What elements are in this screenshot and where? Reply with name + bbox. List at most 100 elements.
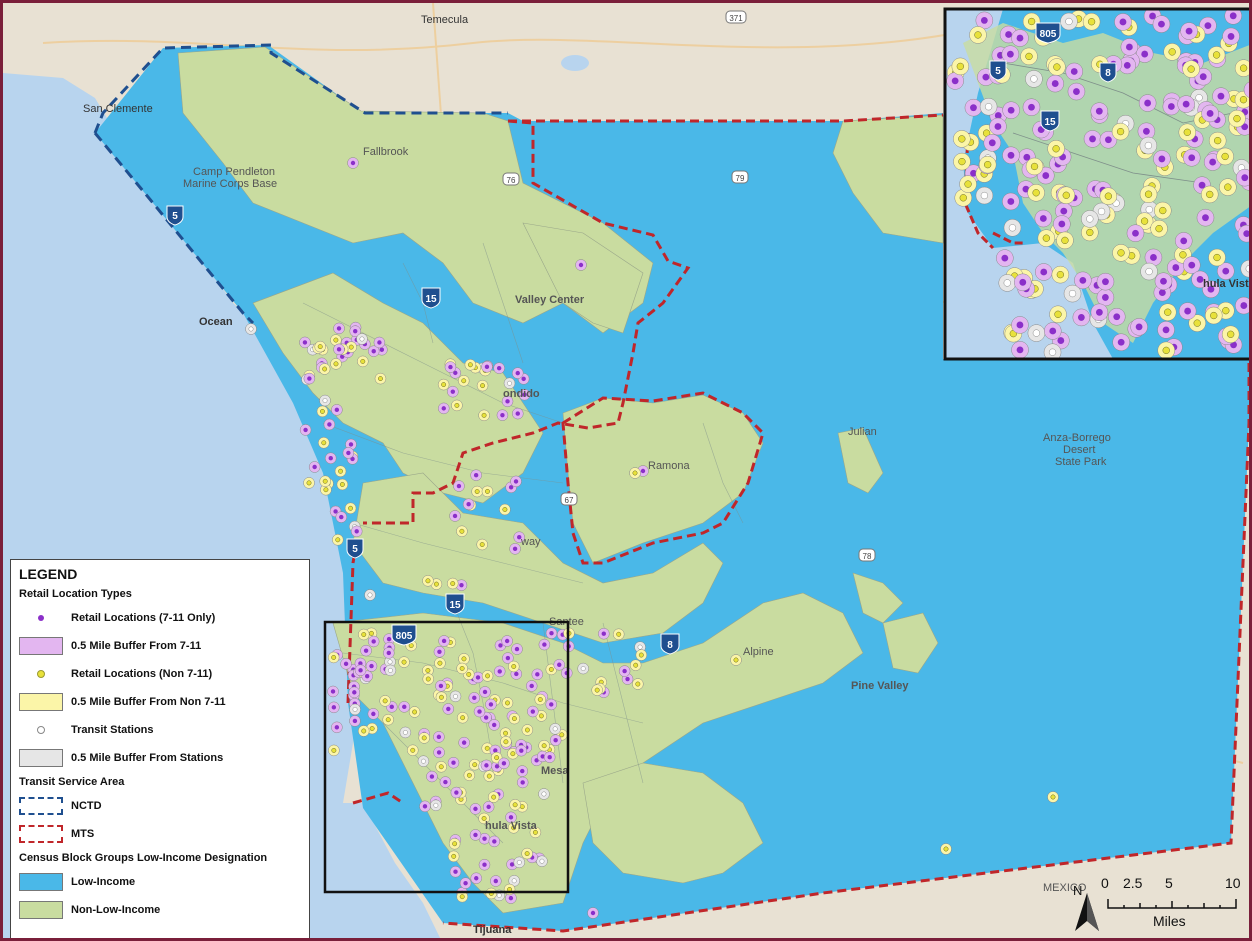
retail-non-7-11-point: [485, 673, 491, 679]
retail-7-11-point: [578, 262, 584, 268]
retail-non-7-11-point: [1183, 128, 1191, 136]
retail-7-11-point: [1123, 61, 1131, 69]
retail-7-11-point: [1125, 43, 1133, 51]
legend-census-section: Census Block Groups Low-Income Designati…: [19, 852, 268, 864]
retail-non-7-11-point: [541, 743, 547, 749]
retail-non-7-11-point: [410, 747, 416, 753]
retail-7-11-point: [456, 483, 462, 489]
retail-7-11-point: [1001, 254, 1009, 262]
retail-non-7-11-point: [1050, 794, 1056, 800]
retail-non-7-11-point: [481, 815, 487, 821]
retail-7-11-point: [441, 406, 446, 411]
retail-non-7-11-point: [1213, 253, 1221, 262]
shield-i5-south: 5: [346, 538, 364, 559]
retail-7-11-point: [1202, 214, 1209, 222]
legend-label-retail-non-7-11: Retail Locations (Non 7-11): [71, 668, 213, 680]
retail-7-11-point: [505, 399, 510, 404]
retail-non-7-11-point: [361, 728, 367, 734]
retail-non-7-11-point: [385, 717, 391, 723]
retail-non-7-11-point: [1042, 234, 1050, 242]
retail-non-7-11-point: [360, 358, 366, 364]
retail-7-11-point: [446, 706, 451, 712]
retail-non-7-11-point: [1053, 63, 1061, 71]
legend-row-transit-stations: Transit Stations: [19, 716, 301, 744]
retail-non-7-11-point: [1052, 145, 1060, 153]
retail-non-7-11-point: [1056, 270, 1065, 279]
retail-non-7-11-point: [956, 62, 965, 71]
label-camp-pendleton: Camp Pendleton: [193, 166, 275, 178]
retail-non-7-11-point: [494, 755, 500, 761]
retail-7-11-point: [328, 456, 333, 461]
retail-7-11-point: [352, 690, 357, 695]
retail-non-7-11-point: [368, 630, 374, 636]
retail-7-11-point: [1204, 22, 1212, 29]
legend-label-buffer-7-11: 0.5 Mile Buffer From 7-11: [71, 640, 202, 652]
transit-station-point: [984, 103, 993, 111]
scale-bar-ruler: [1107, 899, 1237, 909]
retail-non-7-11-point: [369, 726, 375, 731]
transit-station-point: [507, 380, 512, 386]
retail-7-11-point: [521, 376, 526, 382]
transit-station-point: [402, 729, 408, 735]
nctd-dashed-swatch: [19, 797, 63, 815]
shield-i15-south-label: 15: [449, 600, 461, 611]
retail-7-11-point: [486, 804, 491, 810]
transit-station-point: [367, 592, 373, 598]
retail-non-7-11-point: [331, 747, 337, 753]
legend-label-transit-stations: Transit Stations: [71, 724, 154, 736]
transit-station-point: [1048, 348, 1057, 356]
label-poway: way: [520, 536, 541, 548]
retail-7-11-point: [1206, 110, 1214, 117]
retail-7-11-point: [1199, 73, 1207, 81]
retail-non-7-11-point: [974, 31, 982, 39]
transit-station-point: [980, 191, 989, 200]
retail-7-11-point: [1016, 34, 1024, 42]
retail-non-7-11-point: [401, 659, 407, 665]
retail-7-11-point: [441, 638, 447, 644]
retail-7-11-point: [1149, 12, 1156, 20]
retail-7-11-point: [1019, 278, 1027, 286]
retail-7-11-point: [473, 832, 478, 838]
retail-7-11-point: [1073, 88, 1080, 95]
label-san-clemente: San Clemente: [83, 103, 153, 115]
legend-label-buffer-non-7-11: 0.5 Mile Buffer From Non 7-11: [71, 696, 226, 708]
retail-7-11-point: [492, 839, 497, 844]
retail-7-11-point: [530, 709, 536, 714]
retail-7-11-point: [448, 364, 453, 370]
retail-7-11-point: [1196, 276, 1204, 283]
retail-7-11-point: [508, 895, 514, 901]
retail-non-7-11-point: [638, 652, 644, 658]
retail-non-7-11-point: [438, 764, 444, 770]
yellow-dot-icon: [37, 670, 45, 678]
retail-7-11-point: [482, 836, 487, 841]
nctd-coast-border: [93, 132, 255, 325]
inset-shield-805-label: 805: [1040, 29, 1057, 40]
retail-non-7-11-point: [484, 488, 490, 494]
retail-7-11-point: [1144, 99, 1152, 107]
retail-non-7-11-point: [524, 727, 530, 733]
retail-7-11-point: [1007, 198, 1015, 205]
label-marine-corps-base: Marine Corps Base: [183, 178, 277, 190]
shield-i15-north: 15: [421, 287, 441, 309]
retail-non-7-11-point: [481, 412, 487, 418]
legend-row-low-income: Low-Income: [19, 868, 301, 896]
retail-7-11-point: [484, 364, 490, 370]
retail-non-7-11-point: [333, 361, 339, 367]
retail-non-7-11-point: [559, 732, 565, 738]
retail-7-11-point: [1016, 346, 1024, 354]
purple-dot-icon: [38, 615, 44, 621]
retail-non-7-11-point: [459, 528, 465, 534]
retail-7-11-point: [453, 370, 458, 376]
retail-7-11-point: [1105, 136, 1112, 144]
retail-7-11-point: [1162, 326, 1170, 334]
retail-7-11-point: [982, 73, 990, 81]
mts-dashed-swatch: [19, 825, 63, 843]
retail-7-11-point: [1058, 220, 1066, 228]
legend-label-non-low-income: Non-Low-Income: [71, 904, 161, 916]
retail-non-7-11-point: [1214, 136, 1222, 145]
retail-non-7-11-point: [467, 362, 473, 368]
transit-station-point: [1195, 94, 1203, 102]
retail-7-11-point: [1172, 264, 1180, 271]
retail-non-7-11-point: [454, 402, 460, 408]
retail-non-7-11-point: [1206, 190, 1214, 199]
